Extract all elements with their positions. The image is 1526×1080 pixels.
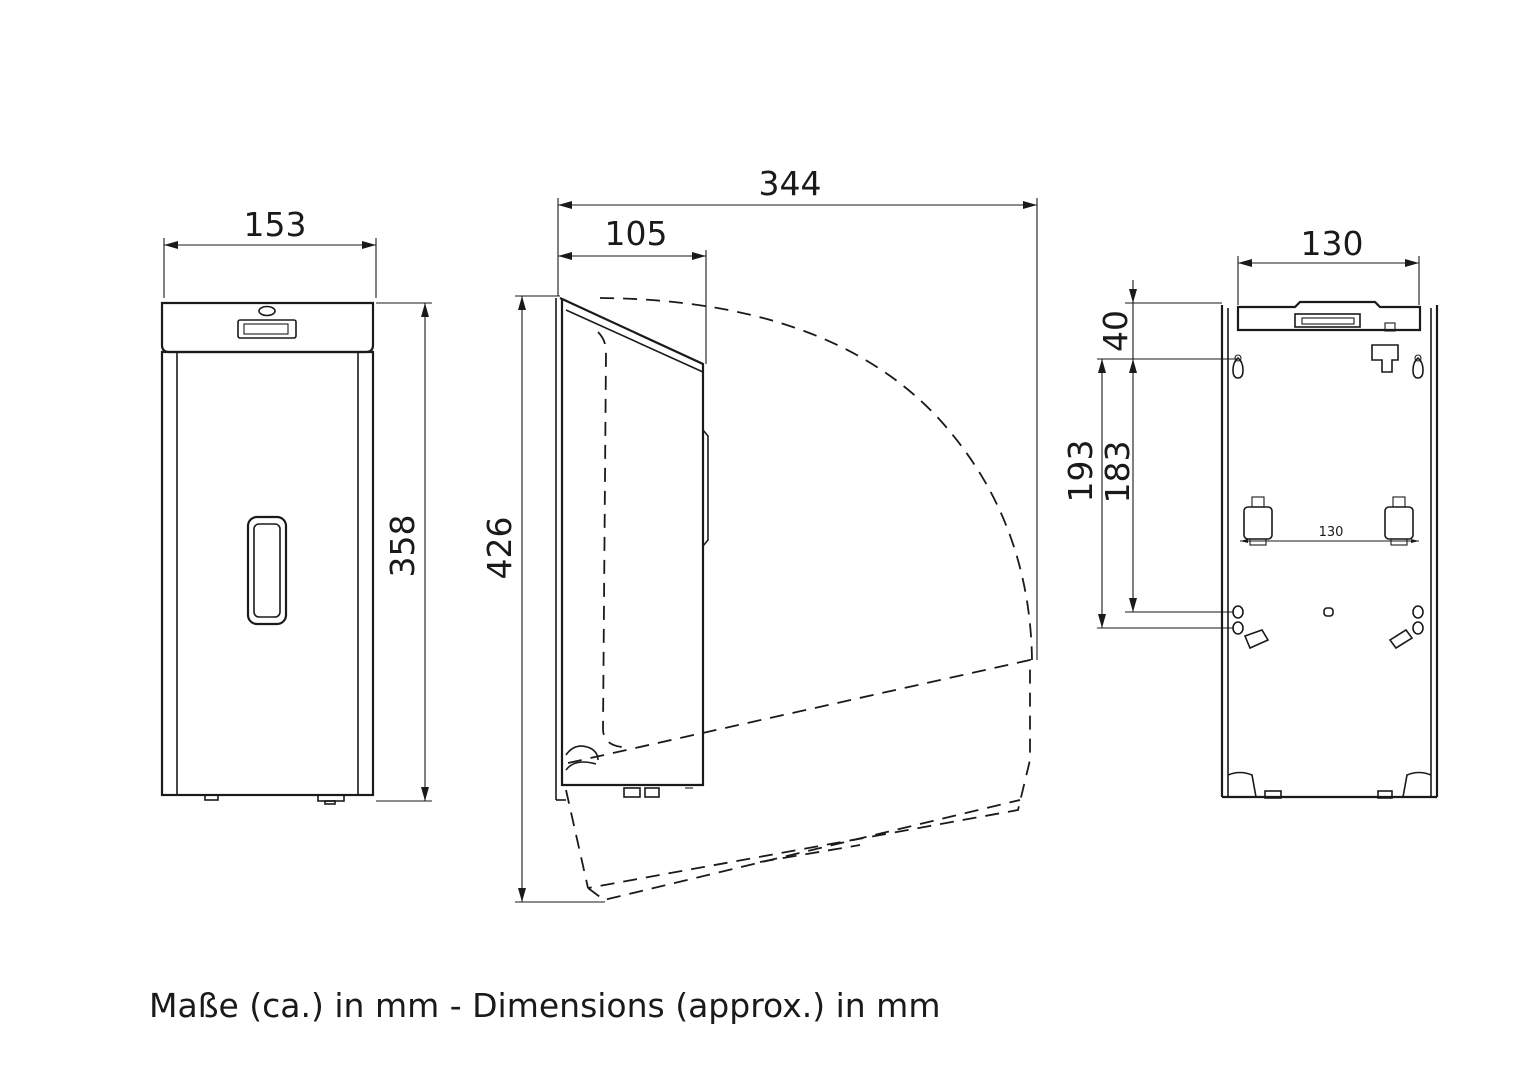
dim-side-depth: 105 — [605, 214, 668, 253]
front-view: 153 358 — [160, 205, 432, 805]
top-handle — [237, 319, 297, 339]
side-view: 344 105 426 — [480, 164, 1038, 903]
side-housing — [559, 297, 705, 787]
back-view: 130 130 40 183 — [1061, 224, 1439, 799]
mount-hole-top-right — [1412, 354, 1424, 379]
dim-back-mount-outer: 193 — [1061, 440, 1100, 503]
dim-back-width: 130 — [1301, 224, 1364, 263]
front-body — [160, 350, 375, 797]
open-door-outline — [567, 658, 1031, 889]
swing-arc — [599, 297, 1033, 661]
dim-back-top-offset: 40 — [1096, 310, 1135, 352]
dim-side-open-depth: 344 — [759, 164, 822, 203]
dim-front-width: 153 — [244, 205, 307, 244]
dim-side-open-height: 426 — [480, 517, 519, 580]
dim-back-mount-inner: 183 — [1098, 441, 1137, 504]
top-bracket — [1236, 300, 1422, 332]
front-top-cap — [160, 301, 375, 354]
lock-icon — [258, 305, 276, 317]
latch-mechanism — [1371, 344, 1399, 373]
roll-holder-left — [1243, 496, 1273, 546]
dimensions-caption: Maße (ca.) in mm - Dimensions (approx.) … — [149, 986, 941, 1025]
front-window — [246, 515, 288, 626]
roll-holder-right — [1384, 496, 1414, 546]
dim-hook-spacing: 130 — [1319, 525, 1344, 540]
dim-front-height: 358 — [383, 515, 422, 578]
mount-hole-top-left — [1232, 354, 1244, 379]
